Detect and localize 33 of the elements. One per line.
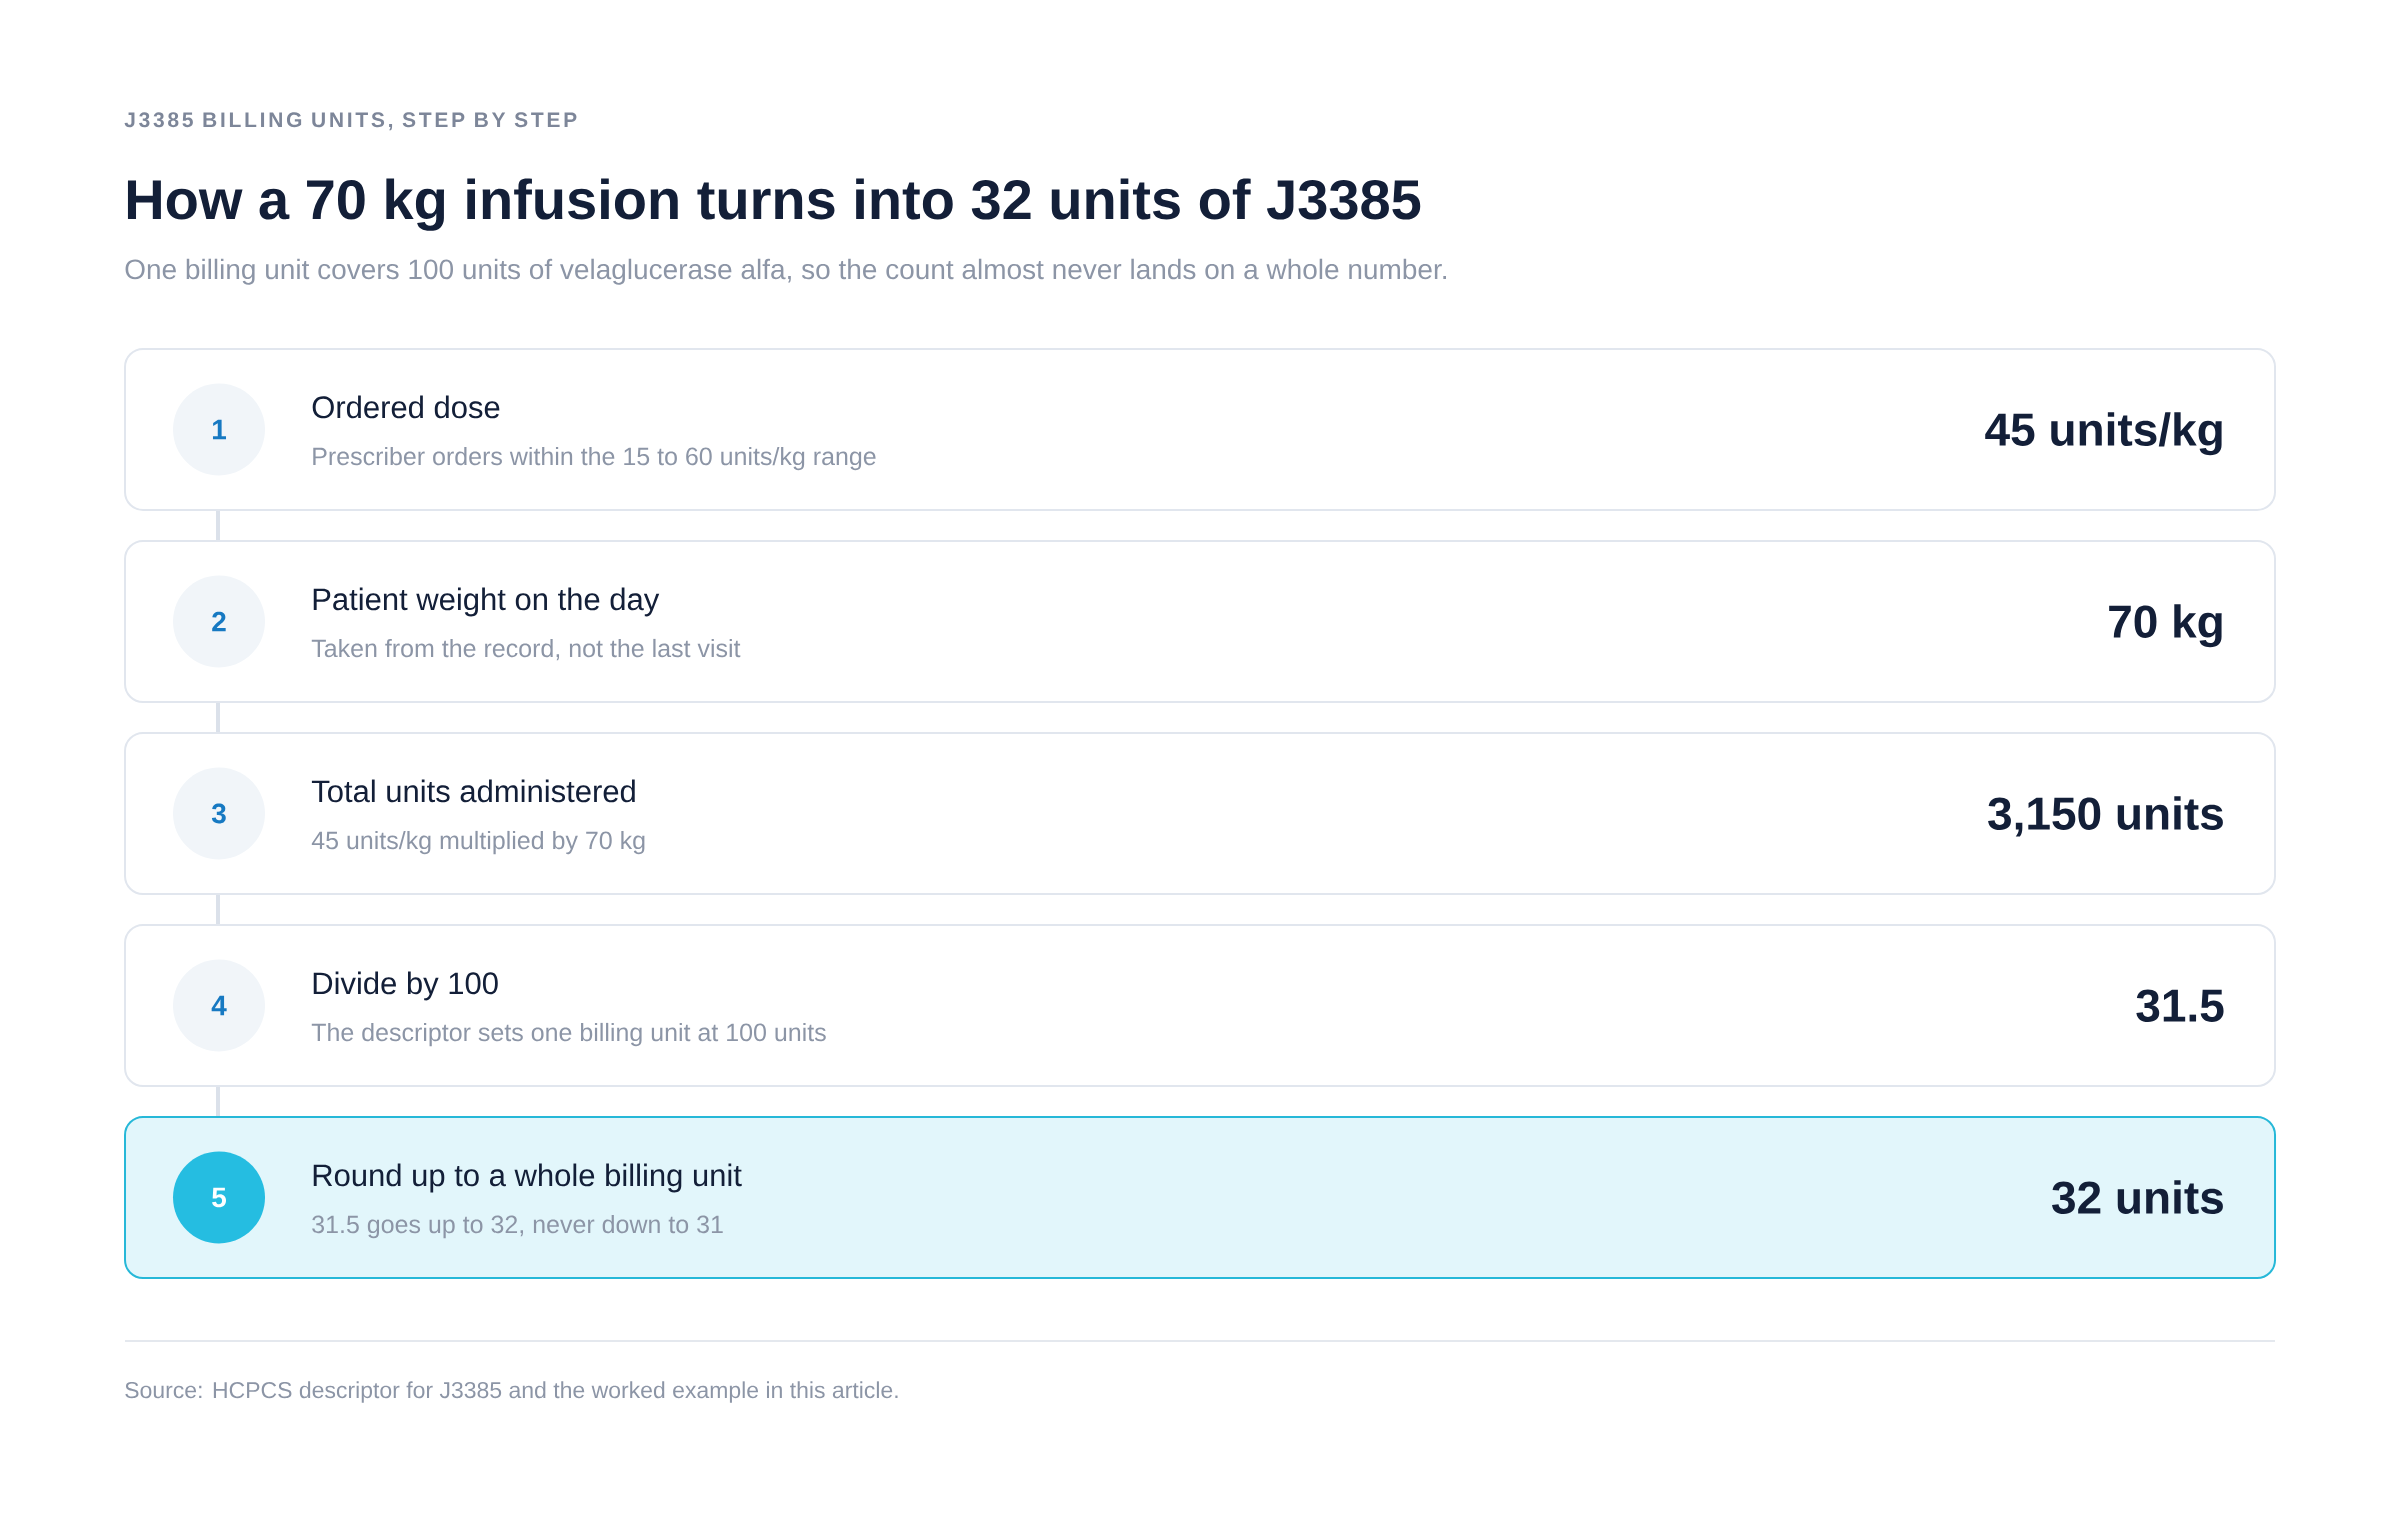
step-number: 2: [173, 575, 265, 668]
step-number: 3: [173, 767, 265, 860]
step-description: Taken from the record, not the last visit: [311, 638, 741, 661]
step-card: [124, 348, 2276, 511]
step-title: Total units administered: [311, 779, 635, 803]
connector-line: [216, 1087, 220, 1116]
source-note: Source: HCPCS descriptor for J3385 and the worked example in this article.: [125, 1381, 898, 1403]
step-card: [124, 540, 2276, 703]
connector-line: [216, 895, 220, 924]
step-title: Patient weight on the day: [313, 587, 660, 617]
step-value: 31.5: [2136, 989, 2224, 1022]
step-title: Ordered dose: [312, 395, 500, 419]
step-card: [124, 1116, 2276, 1279]
step-description: Prescriber orders within the 15 to 60 units/kg range: [313, 446, 876, 471]
step-title: Round up to a whole billing unit: [313, 1163, 742, 1193]
step-description: 45 units/kg multiplied by 70 kg: [311, 830, 645, 855]
subtitle: One billing unit covers 100 units of velaglucerase alfa, so the count almost never lands on a whole number.: [125, 258, 1446, 285]
connector-line: [216, 703, 220, 732]
step-value: 70 kg: [2109, 604, 2222, 648]
connector-line: [216, 511, 220, 540]
step-number: 5: [173, 1151, 265, 1244]
step-card: [124, 924, 2276, 1087]
title: How a 70 kg infusion turns into 32 units of J3385: [127, 178, 1421, 231]
step-number: 1: [173, 383, 265, 476]
step-value: 32 units: [2052, 1180, 2223, 1214]
step-number: 4: [173, 959, 265, 1052]
step-card: [124, 732, 2276, 895]
step-value: 45 units/kg: [1985, 412, 2222, 456]
step-value: 3,150 units: [1988, 796, 2223, 837]
step-description: 31.5 goes up to 32, never down to 31: [312, 1214, 723, 1239]
kicker-text: J3385 BILLING UNITS, STEP BY STEP: [124, 112, 577, 131]
step-title: Divide by 100: [313, 971, 498, 1001]
step-description: The descriptor sets one billing unit at 100 units: [311, 1022, 826, 1047]
